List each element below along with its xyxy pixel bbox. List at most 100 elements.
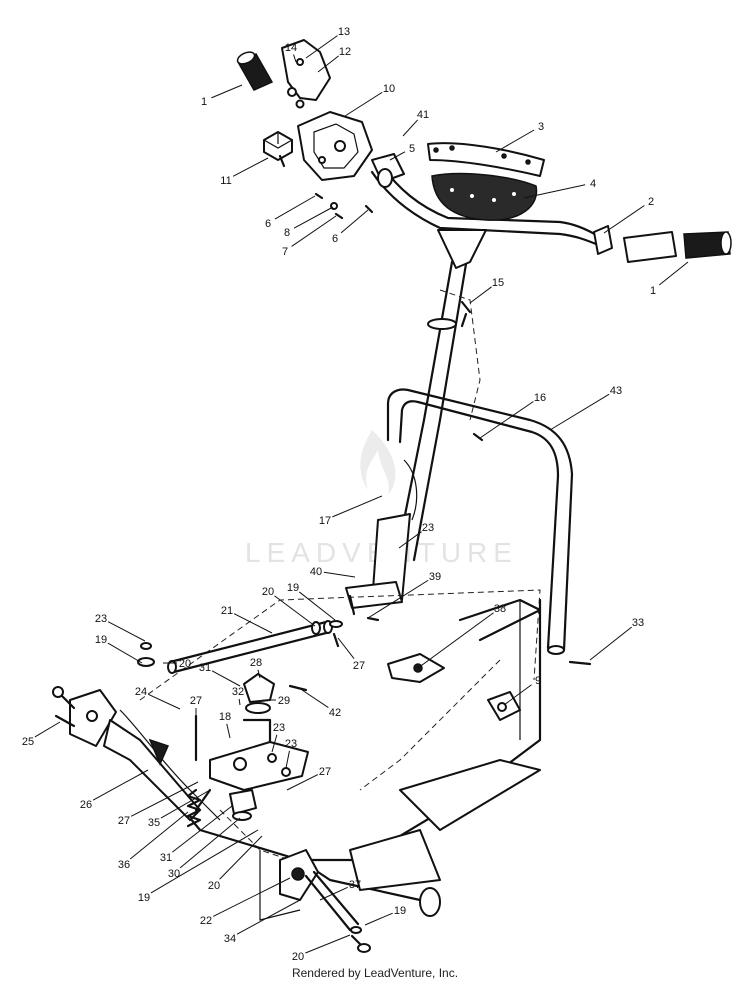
leader-line-c23b	[107, 621, 146, 642]
bracket-bolt	[348, 594, 356, 616]
callout-c14: 14	[285, 42, 297, 54]
callout-c20c: 20	[208, 880, 220, 892]
leader-line-c7	[291, 215, 337, 247]
pivot-assembly	[194, 673, 309, 821]
callout-c2: 2	[648, 196, 654, 208]
callout-c35: 35	[148, 817, 160, 829]
callout-c4: 4	[590, 178, 596, 190]
leader-line-c16	[479, 401, 534, 439]
footer-credit: Rendered by LeadVenture, Inc.	[291, 966, 459, 980]
control-housing	[297, 111, 373, 181]
frame-outline	[139, 289, 541, 871]
spring	[186, 788, 202, 828]
callout-c27d: 27	[118, 815, 130, 827]
foam-pad	[431, 172, 538, 221]
callout-c25: 25	[22, 736, 34, 748]
leader-line-c20a	[274, 595, 316, 627]
callout-c23d: 23	[285, 738, 297, 750]
leader-line-c24	[148, 693, 181, 710]
callout-c27b: 27	[190, 695, 202, 707]
leader-line-c33	[589, 626, 633, 661]
actuator-block	[263, 131, 293, 168]
leader-line-c30	[179, 817, 241, 869]
callout-c38: 38	[494, 603, 506, 615]
pin	[366, 616, 380, 622]
callout-c27a: 27	[353, 660, 365, 672]
leader-line-c25	[34, 721, 61, 738]
callout-c11: 11	[220, 175, 231, 187]
handlebar	[370, 153, 600, 246]
callout-c12: 12	[339, 46, 351, 58]
leader-line-c1b	[658, 261, 689, 286]
leader-line-c20c	[219, 835, 263, 880]
leader-line-c9	[503, 684, 532, 706]
lower-crank	[259, 849, 371, 953]
leader-line-c21	[233, 613, 273, 634]
callout-c21: 21	[221, 605, 233, 617]
leader-line-c14	[293, 54, 297, 63]
callout-c20d: 20	[292, 951, 304, 963]
callout-c13: 13	[338, 26, 350, 38]
callout-c23b: 23	[95, 613, 107, 625]
leader-line-c18	[226, 723, 231, 739]
leader-line-c8	[293, 206, 334, 229]
callout-c19b: 19	[95, 634, 107, 646]
callout-c27c: 27	[319, 766, 331, 778]
washers	[137, 620, 343, 667]
leader-line-c22	[212, 877, 291, 917]
leader-line-c36	[129, 811, 189, 860]
leader-line-c10	[344, 91, 383, 117]
leader-line-c19d	[364, 912, 393, 926]
leader-line-c31a	[211, 670, 241, 687]
leader-line-c28	[257, 669, 261, 679]
right-grip	[593, 225, 732, 263]
leader-line-c6b	[340, 209, 369, 234]
link-rod	[288, 684, 308, 692]
callout-c32: 32	[232, 686, 244, 698]
callout-c31a: 31	[199, 662, 211, 674]
callout-c1a: 1	[201, 96, 207, 108]
callout-c18: 18	[219, 711, 231, 723]
upper-bracket	[387, 653, 445, 683]
bail-handle	[386, 388, 574, 655]
leader-line-c4	[523, 184, 586, 199]
leader-line-c27d	[130, 781, 199, 817]
leader-line-c27a	[337, 637, 355, 659]
leader-line-c13	[305, 35, 338, 59]
callout-c39: 39	[429, 571, 441, 583]
leader-line-c5	[389, 151, 406, 161]
leader-line-c3	[495, 129, 535, 153]
callout-c7: 7	[282, 246, 288, 258]
leader-line-c38	[417, 612, 494, 669]
callout-c40: 40	[310, 566, 322, 578]
callout-c24: 24	[135, 686, 147, 698]
callout-c29: 29	[278, 695, 290, 707]
leader-line-c19a	[298, 591, 336, 621]
leader-line-c26	[92, 769, 149, 801]
handle-cover	[427, 142, 545, 177]
callout-c6b: 6	[332, 233, 338, 245]
leader-line-c42	[301, 689, 329, 708]
leader-line-c11	[232, 157, 269, 177]
callout-c10: 10	[383, 83, 395, 95]
leader-line-c32	[238, 698, 241, 706]
leader-line-c19b	[107, 642, 143, 664]
callout-c43: 43	[610, 385, 622, 397]
callout-c20b: 20	[179, 658, 191, 670]
callout-c30: 30	[168, 868, 180, 880]
leader-line-c27c	[286, 774, 319, 791]
steering-column	[345, 229, 487, 609]
callout-c15: 15	[492, 277, 504, 289]
callout-c28: 28	[250, 657, 262, 669]
callout-c6a: 6	[265, 218, 271, 230]
callout-c36: 36	[118, 859, 130, 871]
leader-lines	[34, 35, 689, 954]
callout-c34: 34	[224, 933, 236, 945]
leader-line-c39	[367, 579, 429, 619]
cross-rod	[167, 620, 333, 674]
left-grip	[236, 51, 274, 91]
leader-line-c23a	[398, 531, 422, 549]
housing-screws	[314, 192, 374, 220]
